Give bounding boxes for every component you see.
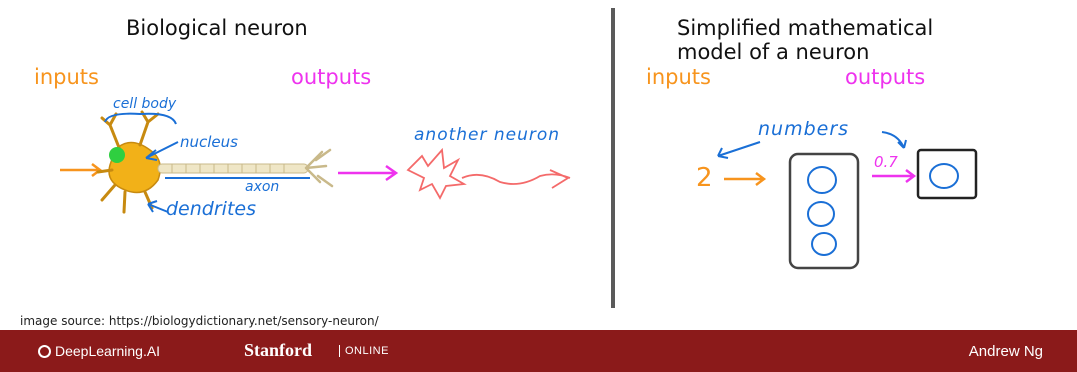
dendrites-pointer bbox=[147, 200, 169, 213]
axon-terminals bbox=[304, 148, 334, 188]
deeplearning-ai-logo: DeepLearning.AI bbox=[38, 343, 160, 359]
neuron-circle bbox=[811, 232, 837, 256]
biological-neuron-drawing bbox=[60, 110, 571, 214]
input-value: 2 bbox=[696, 163, 713, 193]
panel-divider bbox=[611, 8, 615, 308]
neuron-circle bbox=[807, 201, 835, 227]
numbers-annotation: numbers bbox=[758, 118, 850, 140]
nucleus-pointer bbox=[145, 141, 179, 161]
neuron-circle bbox=[807, 166, 837, 194]
input-arrow bbox=[60, 163, 103, 177]
footer-bar: DeepLearning.AI Stanford ONLINE Andrew N… bbox=[0, 330, 1077, 372]
math-neuron-drawing bbox=[717, 131, 978, 270]
biological-neuron-title: Biological neuron bbox=[126, 16, 308, 40]
diagram-art bbox=[60, 110, 978, 270]
math-input-arrow bbox=[724, 172, 767, 186]
numbers-right-arrow bbox=[881, 131, 907, 149]
deeplearning-ai-logo-icon bbox=[38, 344, 51, 358]
deeplearning-ai-text: DeepLearning.AI bbox=[55, 343, 161, 359]
output-neuron-circle bbox=[929, 163, 959, 189]
axon-segments bbox=[171, 164, 285, 173]
layer-box bbox=[788, 152, 860, 270]
stanford-logo: Stanford bbox=[244, 340, 313, 360]
author-name: Andrew Ng bbox=[968, 343, 1043, 360]
another-neuron-annotation: another neuron bbox=[414, 125, 561, 145]
cell-body-bracket bbox=[104, 112, 177, 125]
nucleus-shape bbox=[109, 147, 125, 163]
math-model-title-line2: model of a neuron bbox=[677, 40, 870, 65]
left-outputs-label: outputs bbox=[291, 65, 372, 89]
left-inputs-label: inputs bbox=[34, 65, 99, 89]
axon-shape bbox=[157, 163, 309, 174]
right-outputs-label: outputs bbox=[845, 65, 926, 89]
math-model-title-line1: Simplified mathematical bbox=[677, 16, 934, 40]
image-source-note: image source: https://biologydictionary.… bbox=[20, 314, 379, 328]
right-inputs-label: inputs bbox=[646, 65, 711, 89]
math-output-arrow bbox=[872, 169, 917, 183]
cell-body-annotation: cell body bbox=[113, 96, 177, 112]
math-model-title: Simplified mathematical model of a neuro… bbox=[677, 16, 933, 64]
slide: Biological neuron Simplified mathematica… bbox=[20, 8, 978, 328]
axon-annotation: axon bbox=[245, 179, 280, 195]
dendrites-annotation: dendrites bbox=[166, 198, 256, 220]
stanford-online-text: ONLINE bbox=[339, 345, 389, 357]
numbers-left-arrow bbox=[717, 141, 761, 159]
output-box bbox=[916, 148, 978, 200]
another-neuron-body bbox=[406, 147, 467, 200]
another-neuron-axon bbox=[461, 169, 571, 189]
output-value: 0.7 bbox=[874, 153, 898, 171]
nucleus-annotation: nucleus bbox=[180, 133, 238, 151]
output-arrow bbox=[338, 164, 399, 182]
